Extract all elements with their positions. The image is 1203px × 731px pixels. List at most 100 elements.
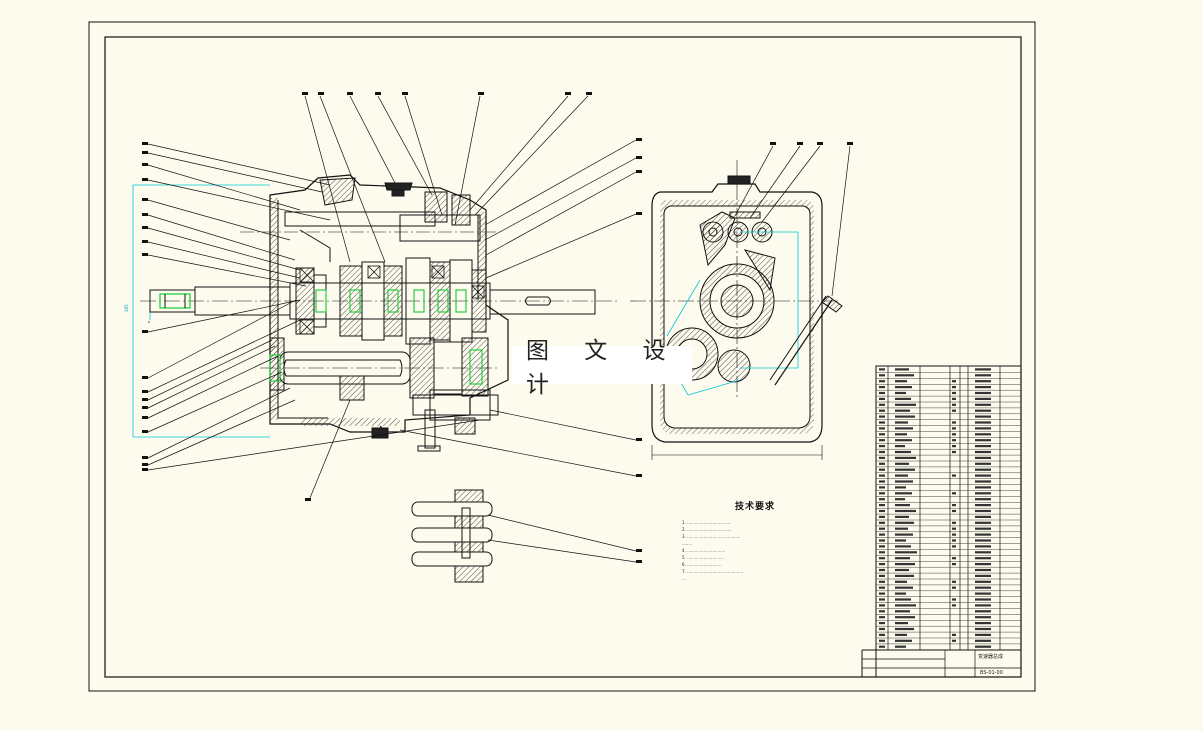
parts-cell-mark xyxy=(895,469,915,471)
parts-cell-mark xyxy=(975,563,991,565)
parts-cell-mark xyxy=(895,386,912,388)
parts-cell-mark xyxy=(952,545,956,547)
requirement-item: 4. .............................. xyxy=(682,547,832,554)
parts-cell-mark xyxy=(879,610,885,612)
parts-cell-mark xyxy=(952,504,956,506)
parts-cell-mark xyxy=(975,398,991,400)
parts-cell-mark xyxy=(879,445,885,447)
parts-cell-mark xyxy=(879,492,885,494)
parts-cell-mark xyxy=(952,534,956,536)
parts-cell-mark xyxy=(952,445,956,447)
parts-cell-mark xyxy=(952,380,956,382)
parts-cell-mark xyxy=(952,410,956,412)
parts-cell-mark xyxy=(895,392,906,394)
requirement-item: 5. ............................. xyxy=(682,554,832,561)
parts-cell-mark xyxy=(879,433,885,435)
watermark: 图 文 设 计 xyxy=(512,346,692,384)
parts-cell-mark xyxy=(879,439,885,441)
parts-cell-mark xyxy=(879,593,885,595)
parts-cell-mark xyxy=(975,522,991,524)
parts-cell-mark xyxy=(952,398,956,400)
parts-cell-mark xyxy=(975,451,991,453)
parts-cell-mark xyxy=(895,433,907,435)
parts-cell-mark xyxy=(895,528,908,530)
parts-cell-mark xyxy=(879,534,885,536)
parts-cell-mark xyxy=(952,634,956,636)
parts-cell-mark xyxy=(879,404,885,406)
parts-cell-mark xyxy=(895,569,909,571)
parts-cell-mark xyxy=(952,386,956,388)
parts-cell-mark xyxy=(895,439,912,441)
parts-cell-mark xyxy=(879,368,885,370)
drawing-name: 变速器总成 xyxy=(978,653,1003,660)
parts-cell-mark xyxy=(975,445,991,447)
parts-cell-mark xyxy=(895,475,908,477)
parts-cell-mark xyxy=(975,498,991,500)
parts-cell-mark xyxy=(895,587,913,589)
parts-cell-mark xyxy=(975,569,991,571)
parts-cell-mark xyxy=(879,398,885,400)
parts-cell-mark xyxy=(952,451,956,453)
parts-cell-mark xyxy=(952,587,956,589)
requirement-item: ... xyxy=(682,575,832,582)
parts-cell-mark xyxy=(895,416,915,418)
parts-cell-mark xyxy=(975,504,991,506)
parts-cell-mark xyxy=(879,380,885,382)
parts-cell-mark xyxy=(895,581,907,583)
parts-cell-mark xyxy=(975,575,991,577)
requirement-item: 2. ................................... xyxy=(682,526,832,533)
parts-cell-mark xyxy=(952,427,956,429)
parts-cell-mark xyxy=(895,616,915,618)
parts-cell-mark xyxy=(975,486,991,488)
parts-cell-mark xyxy=(879,498,885,500)
parts-cell-mark xyxy=(879,392,885,394)
parts-cell-mark xyxy=(975,534,991,536)
parts-cell-mark xyxy=(952,392,956,394)
parts-cell-mark xyxy=(975,392,991,394)
parts-cell-mark xyxy=(895,380,907,382)
technical-requirements-title: 技术要求 xyxy=(735,499,775,512)
parts-cell-mark xyxy=(895,480,913,482)
parts-cell-mark xyxy=(895,427,913,429)
technical-requirements-list: 1. .................................. 2.… xyxy=(682,519,832,582)
parts-cell-mark xyxy=(895,593,906,595)
parts-cell-mark xyxy=(879,640,885,642)
parts-cell-mark xyxy=(895,604,916,606)
parts-cell-mark xyxy=(879,480,885,482)
parts-cell-mark xyxy=(879,539,885,541)
parts-cell-mark xyxy=(975,604,991,606)
parts-cell-mark xyxy=(975,404,991,406)
parts-cell-mark xyxy=(879,581,885,583)
parts-cell-mark xyxy=(975,539,991,541)
parts-cell-mark xyxy=(975,469,991,471)
parts-cell-mark xyxy=(975,510,991,512)
parts-cell-mark xyxy=(895,404,916,406)
parts-cell-mark xyxy=(975,480,991,482)
requirement-item: 7. .....................................… xyxy=(682,568,832,575)
parts-cell-mark xyxy=(879,475,885,477)
parts-cell-mark xyxy=(895,610,910,612)
parts-cell-mark xyxy=(879,575,885,577)
parts-cell-mark xyxy=(975,492,991,494)
parts-cell-mark xyxy=(975,386,991,388)
parts-cell-mark xyxy=(975,545,991,547)
parts-cell-mark xyxy=(975,622,991,624)
parts-cell-mark xyxy=(895,463,909,465)
parts-cell-mark xyxy=(879,410,885,412)
dimension-lines xyxy=(133,185,270,437)
parts-cell-mark xyxy=(879,516,885,518)
parts-cell-mark xyxy=(879,374,885,376)
parts-cell-mark xyxy=(895,598,911,600)
parts-cell-mark xyxy=(975,557,991,559)
parts-cell-mark xyxy=(975,598,991,600)
parts-cell-mark xyxy=(879,463,885,465)
parts-cell-mark xyxy=(952,539,956,541)
parts-cell-mark xyxy=(975,551,991,553)
parts-cell-mark xyxy=(895,575,914,577)
parts-cell-mark xyxy=(952,492,956,494)
parts-cell-mark xyxy=(975,410,991,412)
parts-cell-mark xyxy=(975,610,991,612)
parts-cell-mark xyxy=(895,539,906,541)
parts-cell-mark xyxy=(895,421,908,423)
parts-cell-mark xyxy=(879,634,885,636)
